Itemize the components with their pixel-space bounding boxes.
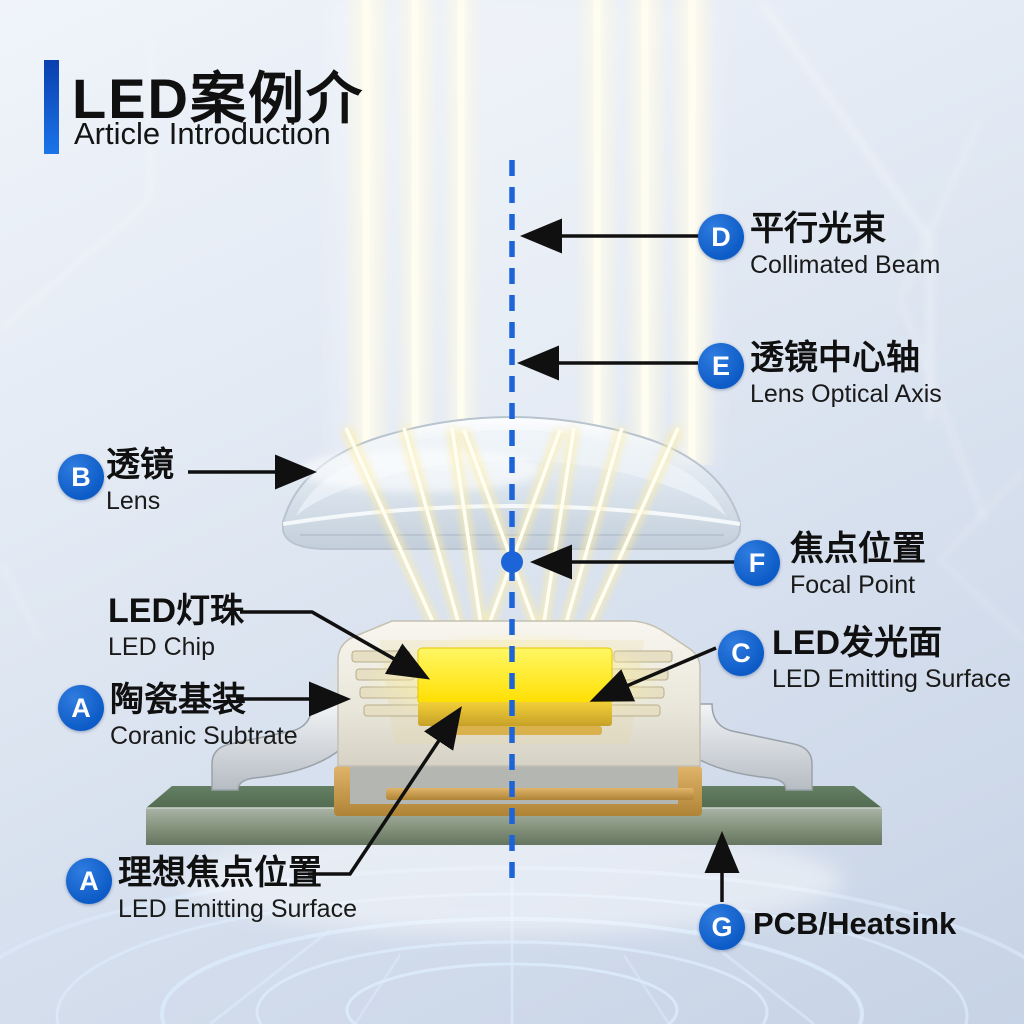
badge-a1: A (58, 685, 104, 731)
callout-ceramic-substrate: A 陶瓷基装 Coranic Subtrate (58, 681, 298, 751)
callout-b-en: Lens (106, 486, 161, 515)
badge-f: F (734, 540, 780, 586)
focal-point-dot (501, 551, 523, 573)
callout-led-chip-zh: LED灯珠 (108, 592, 244, 630)
callout-focal-point: F 焦点位置 Focal Point (734, 530, 926, 600)
page-title: LED案例介 (72, 67, 364, 130)
callout-ideal-focal-position: A 理想焦点位置 LED Emitting Surface (66, 854, 357, 924)
led-chip (365, 632, 665, 735)
callout-c-zh: LED发光面 (772, 624, 942, 662)
badge-c: C (718, 630, 764, 676)
callout-a1-zh: 陶瓷基装 (110, 681, 246, 719)
title-accent-bar (44, 60, 59, 154)
callout-g-en: PCB/Heatsink (753, 906, 957, 941)
badge-e: E (698, 343, 744, 389)
badge-a2: A (66, 858, 112, 904)
callout-f-zh: 焦点位置 (790, 530, 926, 568)
callout-lens: B 透镜 Lens (58, 446, 174, 516)
callout-e-en: Lens Optical Axis (750, 379, 942, 408)
badge-b: B (58, 454, 104, 500)
callout-d-zh: 平行光束 (750, 210, 886, 248)
callout-pcb-heatsink: G PCB/Heatsink (699, 904, 957, 950)
callout-led-chip: LED灯珠 LED Chip (108, 592, 244, 662)
callout-arrows (188, 218, 740, 902)
callout-collimated-beam: D 平行光束 Collimated Beam (698, 210, 941, 280)
callout-led-chip-en: LED Chip (108, 632, 215, 661)
callout-lens-optical-axis: E 透镜中心轴 Lens Optical Axis (698, 339, 942, 409)
callout-d-en: Collimated Beam (750, 250, 941, 279)
callout-led-emitting-surface: C LED发光面 LED Emitting Surface (718, 624, 1011, 694)
page-subtitle: Article Introduction (74, 116, 331, 151)
callout-b-zh: 透镜 (106, 446, 174, 484)
callout-f-en: Focal Point (790, 570, 916, 599)
callout-e-zh: 透镜中心轴 (750, 339, 920, 377)
callout-a2-en: LED Emitting Surface (118, 894, 357, 923)
badge-d: D (698, 214, 744, 260)
background-panel-lines (0, 0, 1024, 642)
callout-a2-zh: 理想焦点位置 (118, 854, 322, 892)
badge-g: G (699, 904, 745, 950)
callout-c-en: LED Emitting Surface (772, 664, 1011, 693)
callout-a1-en: Coranic Subtrate (110, 721, 298, 750)
